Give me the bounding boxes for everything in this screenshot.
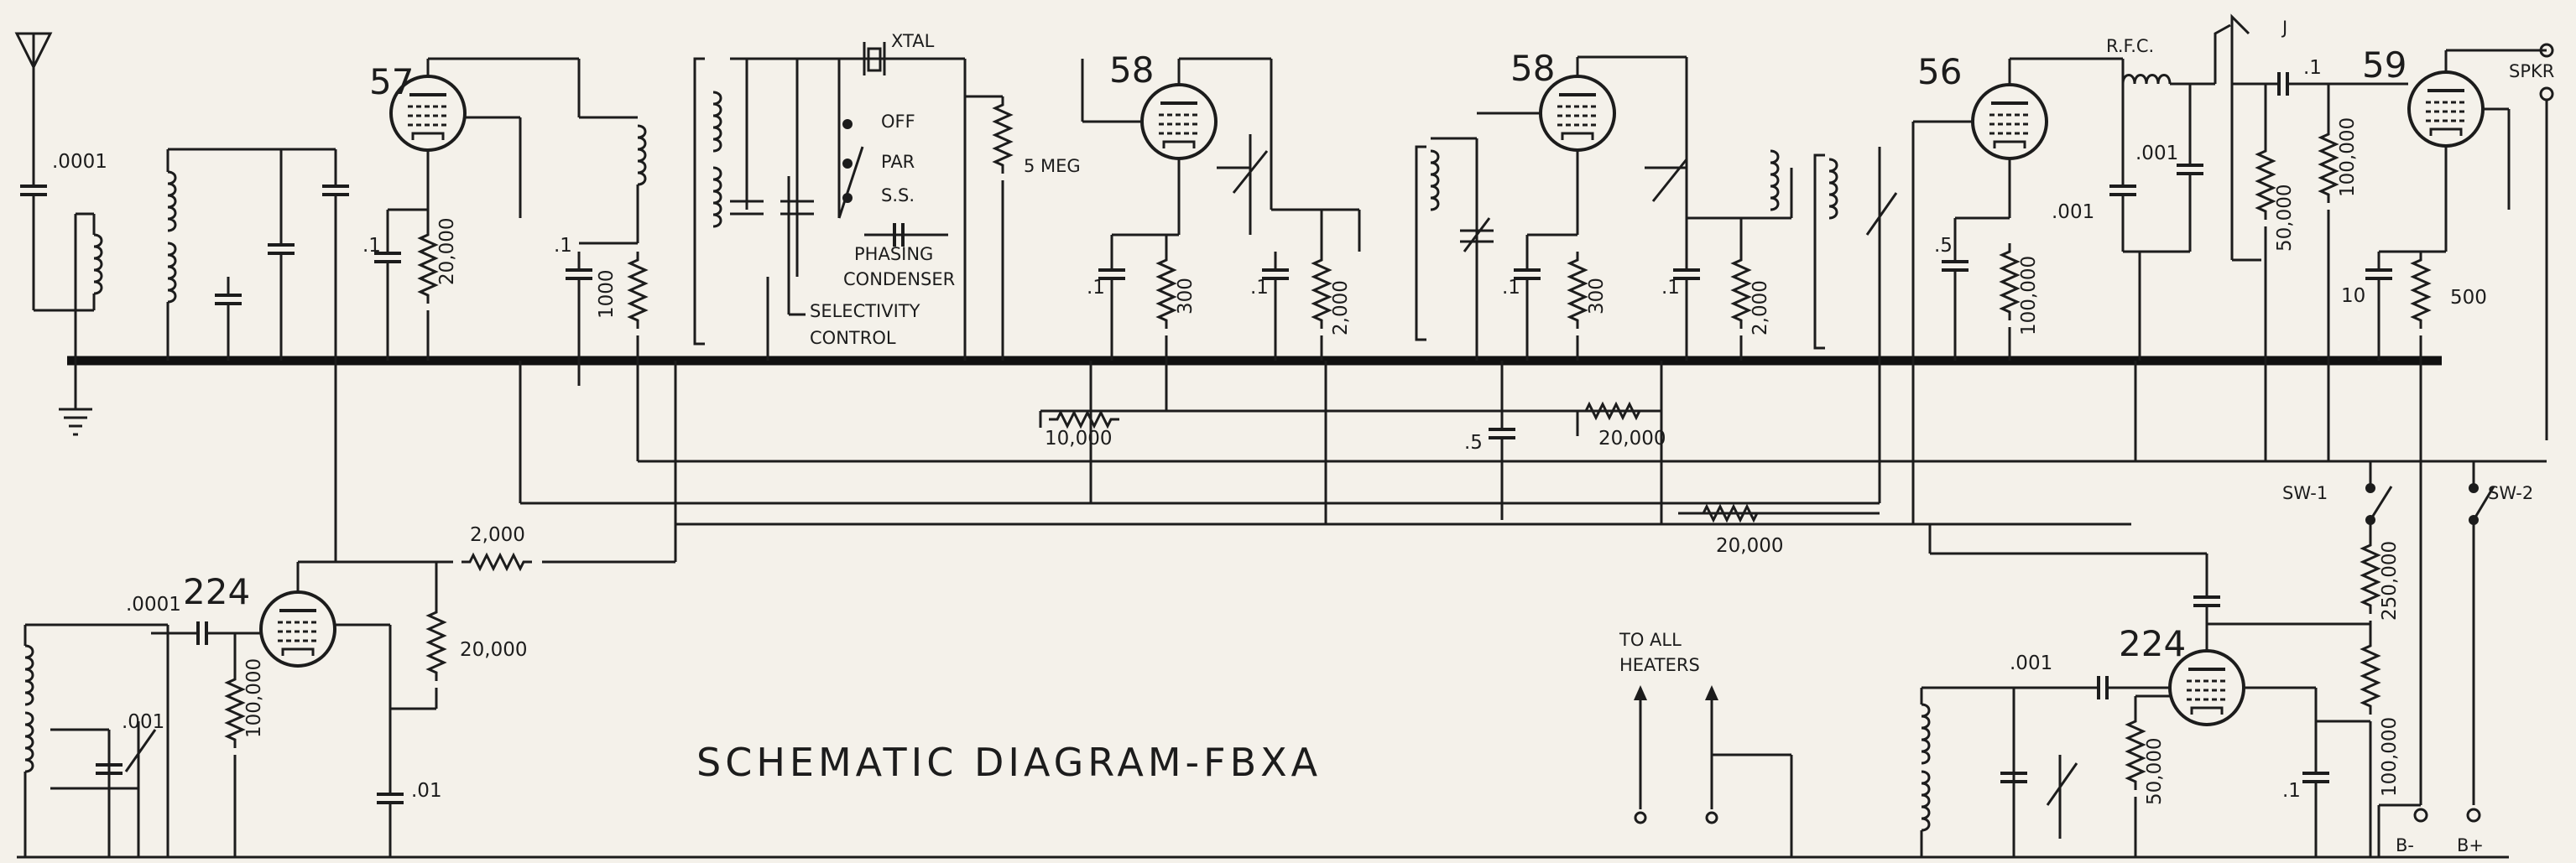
heater-arrows [1634,685,1793,857]
value-label: .001 [2135,143,2178,164]
value-label: .1 [1502,277,1520,299]
value-label: 1000 [596,269,618,319]
tube-label: 224 [183,571,250,612]
heaters-label-1: TO ALL [1619,630,1682,650]
value-label: .001 [2052,201,2094,223]
value-label: 100,000 [2379,717,2401,797]
value-label: .1 [2303,57,2322,79]
value-label: 50,000 [2274,185,2296,252]
antenna-icon [14,32,53,168]
value-label: .1 [554,235,572,257]
value-label: 250,000 [2379,541,2401,621]
tube-58-a [1140,83,1218,160]
control-label: CONTROL [810,328,896,348]
phasing-label: PHASING [854,244,933,264]
speaker-label: SPKR [2509,61,2554,81]
value-label: .1 [2282,780,2301,802]
value-label: 2,000 [1749,280,1771,335]
value-label: .01 [411,780,442,802]
value-label: 300 [1175,278,1197,315]
tube-label: 59 [2362,44,2407,86]
value-label: 50,000 [2144,738,2166,805]
switch-label-sw2: SW-2 [2488,483,2533,503]
value-label: 100,000 [2018,256,2040,335]
value-label: .0001 [52,151,107,173]
value-label: 20,000 [436,218,458,285]
tube-label: 224 [2119,623,2186,664]
b-plus-label: B+ [2457,835,2484,855]
switch-label-off: OFF [881,112,915,132]
tube-label: 58 [1109,49,1154,91]
value-label: 20,000 [1716,535,1783,557]
value-label: .001 [2010,652,2052,674]
heaters-label-2: HEATERS [1619,655,1700,675]
value-label: .0001 [126,594,181,616]
value-label: 20,000 [460,639,527,661]
value-label: .1 [1250,277,1269,299]
value-label: .1 [1661,277,1680,299]
value-label: 300 [1586,278,1608,315]
jack-label: J [2281,18,2287,38]
value-label: 2,000 [470,524,525,546]
tube-label: 57 [369,61,414,102]
b-minus-label: B- [2396,835,2414,855]
tube-56 [1971,83,2048,160]
xtal-label: XTAL [891,31,935,51]
condenser-label: CONDENSER [843,269,955,289]
switch-label-sw1: SW-1 [2282,483,2328,503]
ground-icon [59,361,92,436]
value-label: 10 [2341,285,2365,307]
tube-label: 58 [1510,48,1555,89]
value-label: 20,000 [1598,428,1666,450]
diagram-title: SCHEMATIC DIAGRAM-FBXA [696,740,1322,785]
value-label: .5 [1934,235,1953,257]
value-label: .1 [362,235,381,257]
selectivity-label: SELECTIVITY [810,301,920,321]
value-label: 100,000 [243,658,265,738]
switch-label-ss: S.S. [881,185,915,205]
value-label: .5 [1464,432,1483,454]
crystal-filter [693,42,965,346]
value-label: 10,000 [1045,428,1112,450]
tube-59 [2407,70,2485,148]
value-label: 500 [2450,287,2487,309]
value-label: 5 MEG [1024,156,1081,176]
rfc-label: R.F.C. [2106,36,2154,56]
rfc-choke [2121,74,2172,85]
value-label: 2,000 [1330,280,1352,335]
value-label: 100,000 [2337,117,2359,197]
tube-224-a [259,590,336,668]
jack-icon [2214,13,2250,84]
switch-label-par: PAR [881,152,915,172]
value-label: .001 [122,711,164,733]
tube-label: 56 [1917,51,1962,92]
value-label: .1 [1087,277,1105,299]
